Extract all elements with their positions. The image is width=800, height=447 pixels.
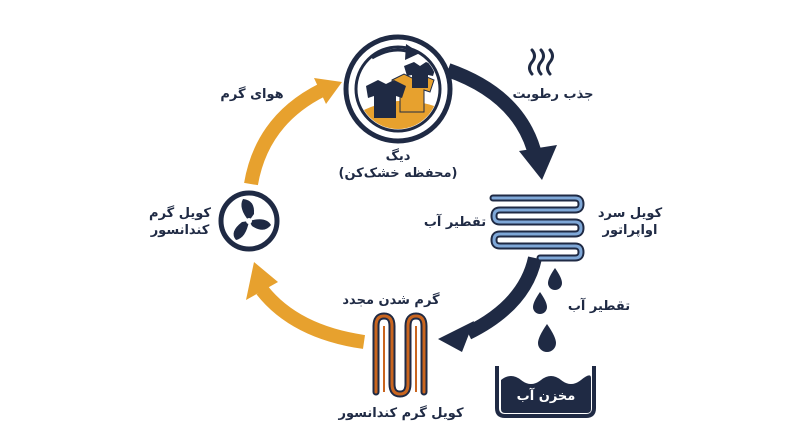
arrow-evaporator-to-condenser	[464, 256, 542, 340]
fan-label: کویل گرم کندانسور	[135, 205, 225, 239]
evaporator-label-line2: اواپراتور	[602, 223, 658, 238]
tank-label: مخزن آب	[516, 389, 576, 404]
condenser-label: کویل گرم کندانسور	[338, 406, 464, 421]
fan-label-line1: کویل گرم	[149, 206, 211, 221]
arrow-fan-to-drum	[244, 83, 326, 186]
cold-coil-icon	[489, 194, 585, 262]
arrowhead-condenser	[438, 321, 474, 352]
drum-label-line1: دیگ	[385, 149, 411, 164]
evaporator-label-line1: کویل سرد	[597, 206, 663, 221]
drum-label-line2: (محفظه خشک‌کن)	[338, 166, 458, 181]
arrowhead-drum	[314, 78, 342, 104]
arrow-condenser-to-fan	[256, 285, 366, 349]
cycle-arrows	[244, 63, 557, 352]
hot-coil-icon	[372, 312, 428, 398]
fan-label-line2: کندانسور	[150, 223, 210, 238]
reheat-label: گرم شدن مجدد	[342, 293, 440, 308]
arrowhead-fan	[246, 262, 278, 300]
arrow-drum-to-evaporator	[445, 63, 543, 160]
water-drop-icon	[533, 268, 562, 352]
moisture-label: جذب رطوبت	[512, 87, 594, 102]
steam-icon	[528, 48, 554, 76]
hot-air-label: هوای گرم	[220, 87, 284, 102]
drum-label: دیگ (محفظه خشک‌کن)	[338, 148, 458, 182]
dryer-drum-icon	[343, 34, 453, 144]
fan-icon	[218, 190, 280, 252]
arrowhead-evaporator	[519, 145, 557, 180]
evaporator-label: کویل سرد اواپراتور	[590, 205, 670, 239]
condensation-coil-label: تقطیر آب	[423, 215, 487, 230]
condensation-drops-label: تقطیر آب	[567, 299, 631, 314]
water-tank-icon	[495, 366, 596, 418]
